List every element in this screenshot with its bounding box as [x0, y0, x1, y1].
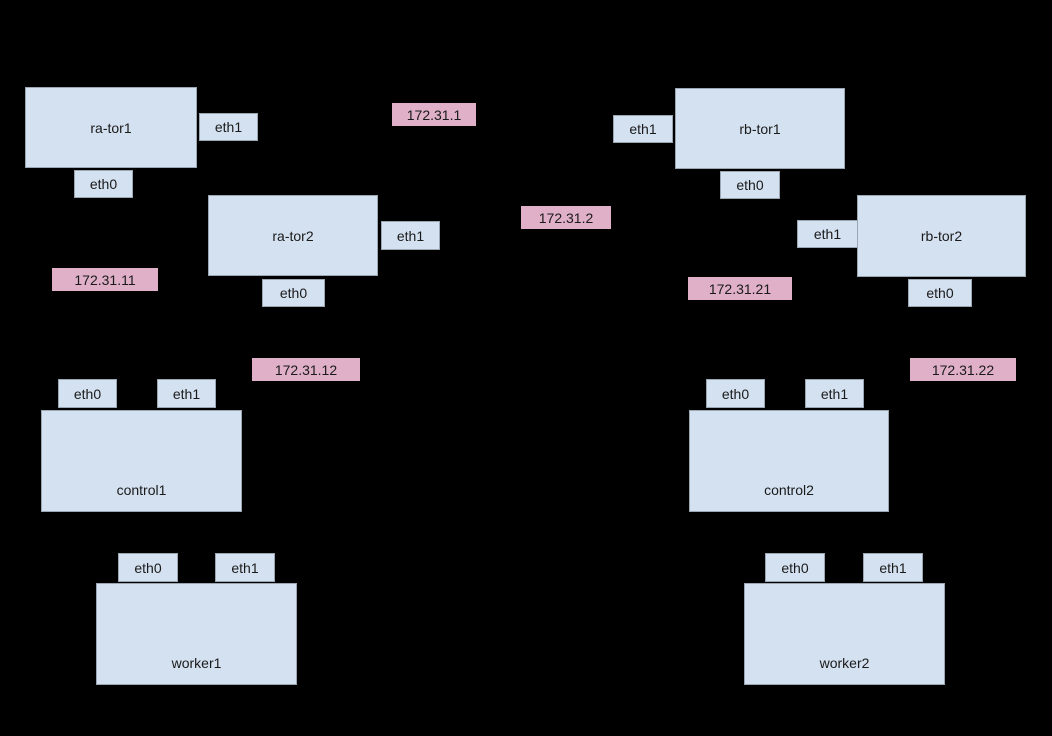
port-ra-tor2-eth1[interactable]: eth1	[381, 221, 440, 250]
node-ra-tor1[interactable]: ra-tor1	[25, 87, 197, 168]
node-worker2[interactable]: worker2	[744, 583, 945, 685]
node-label-worker1: worker1	[171, 655, 222, 671]
node-rb-tor2[interactable]: rb-tor2	[857, 195, 1026, 277]
network-label-net-172-31-21[interactable]: 172.31.21	[688, 277, 792, 300]
port-rb-tor2-eth0[interactable]: eth0	[908, 279, 972, 307]
port-worker2-eth1[interactable]: eth1	[863, 553, 923, 582]
port-rb-tor2-eth1[interactable]: eth1	[797, 220, 858, 248]
node-label-worker2: worker2	[819, 655, 870, 671]
network-label-net-172-31-12[interactable]: 172.31.12	[252, 358, 360, 381]
port-ra-tor1-eth0[interactable]: eth0	[74, 170, 133, 198]
port-worker1-eth0[interactable]: eth0	[118, 553, 178, 582]
port-rb-tor1-eth0[interactable]: eth0	[720, 171, 780, 199]
network-label-net-172-31-1[interactable]: 172.31.1	[392, 103, 476, 126]
port-worker1-eth1[interactable]: eth1	[215, 553, 275, 582]
port-worker2-eth0[interactable]: eth0	[765, 553, 825, 582]
node-control1[interactable]: control1	[41, 410, 242, 512]
port-control2-eth0[interactable]: eth0	[706, 379, 765, 408]
port-ra-tor1-eth1[interactable]: eth1	[199, 113, 258, 141]
node-control2[interactable]: control2	[689, 410, 889, 512]
port-ra-tor2-eth0[interactable]: eth0	[262, 279, 325, 307]
node-label-ra-tor2: ra-tor2	[272, 227, 314, 244]
network-label-net-172-31-22[interactable]: 172.31.22	[910, 358, 1016, 381]
port-control2-eth1[interactable]: eth1	[805, 379, 864, 408]
node-label-rb-tor2: rb-tor2	[920, 228, 963, 244]
node-label-control2: control2	[764, 482, 814, 498]
port-control1-eth1[interactable]: eth1	[157, 379, 216, 408]
node-label-rb-tor1: rb-tor1	[739, 120, 781, 137]
node-rb-tor1[interactable]: rb-tor1	[675, 88, 845, 169]
node-ra-tor2[interactable]: ra-tor2	[208, 195, 378, 276]
node-label-ra-tor1: ra-tor1	[90, 119, 132, 136]
network-label-net-172-31-11[interactable]: 172.31.11	[52, 268, 158, 291]
port-rb-tor1-eth1[interactable]: eth1	[613, 115, 673, 143]
network-label-net-172-31-2[interactable]: 172.31.2	[521, 206, 611, 229]
node-worker1[interactable]: worker1	[96, 583, 297, 685]
port-control1-eth0[interactable]: eth0	[58, 379, 117, 408]
node-label-control1: control1	[116, 482, 167, 498]
